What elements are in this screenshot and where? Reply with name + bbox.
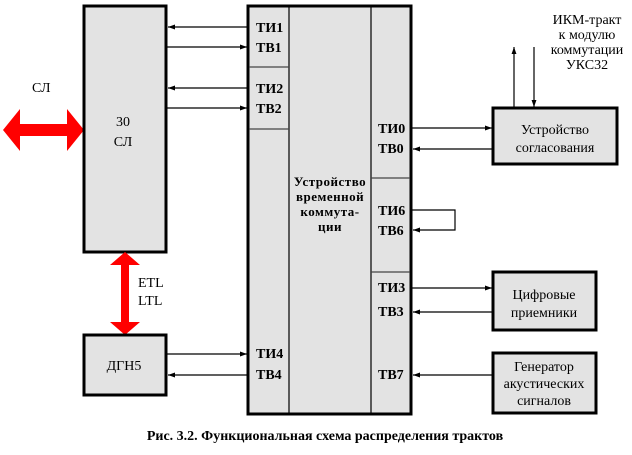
sl-block-line1: 30 (116, 115, 130, 130)
dgn5-label: ДГН5 (107, 359, 142, 374)
sl-bidir-arrow (3, 109, 84, 151)
port-tv0: ТВ0 (378, 142, 404, 157)
pcm-line3: коммутации (551, 43, 624, 58)
adapter-line1: Устройство (521, 123, 589, 138)
port-tv1: ТВ1 (256, 41, 282, 56)
receivers-line1: Цифровые (513, 288, 576, 303)
pcm-line1: ИКМ-тракт (553, 13, 622, 28)
switch-title-4: ции (318, 219, 342, 234)
generator-line2: акустических (504, 377, 585, 392)
receivers-block (491, 270, 598, 332)
pcm-line4: УКС32 (566, 58, 608, 73)
port-ti1: ТИ1 (256, 21, 283, 36)
sl-label: СЛ (32, 81, 51, 96)
switch-block (246, 4, 413, 416)
switch-title-3: коммута- (300, 204, 359, 219)
port-ti3: ТИ3 (378, 281, 405, 296)
switch-title-2: временной (296, 189, 364, 204)
port-ti0: ТИ0 (378, 122, 405, 137)
dgn5-block (82, 333, 168, 397)
pcm-line2: к модулю (559, 28, 616, 43)
port-ti2: ТИ2 (256, 82, 283, 97)
loop-ti6-tv6 (411, 209, 456, 233)
switch-title-1: Устройство (294, 174, 366, 189)
etl-ltl-bidir-arrow (110, 252, 140, 335)
sl-block (82, 4, 168, 254)
sl-block-line2: СЛ (114, 135, 133, 150)
generator-block (491, 351, 598, 415)
adapter-block (491, 106, 619, 166)
port-tv6: ТВ6 (378, 224, 404, 239)
adapter-line2: согласования (516, 141, 595, 156)
generator-line3: сигналов (517, 394, 571, 409)
port-tv7: ТВ7 (378, 368, 404, 383)
generator-line1: Генератор (514, 360, 574, 375)
port-tv4: ТВ4 (256, 368, 282, 383)
port-ti4: ТИ4 (256, 347, 283, 362)
etl-label: ETL (138, 276, 164, 291)
figure-caption: Рис. 3.2. Функциональная схема распредел… (147, 429, 504, 444)
port-tv2: ТВ2 (256, 102, 282, 117)
ltl-label: LTL (138, 294, 162, 309)
port-tv3: ТВ3 (378, 305, 404, 320)
port-ti6: ТИ6 (378, 204, 405, 219)
receivers-line2: приемники (511, 306, 578, 321)
